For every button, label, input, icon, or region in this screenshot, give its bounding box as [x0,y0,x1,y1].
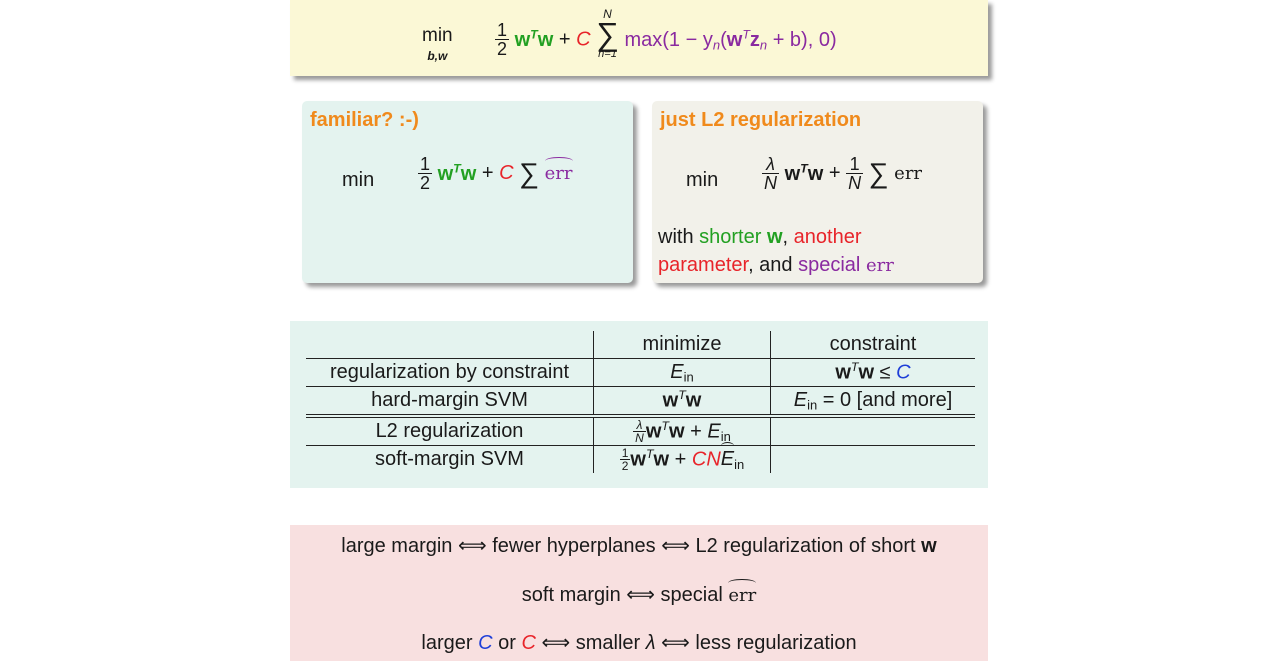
comparison-table-box: minimize constraint regularization by co… [290,321,988,488]
table-row: regularization by constraint Ein wTw ≤ C [306,358,975,387]
summary-box: large margin ⟺ fewer hyperplanes ⟺ L2 re… [290,525,988,661]
min-operator: min b,w [422,25,453,63]
row-constraint-empty [770,445,975,473]
summary-line-3: larger C or C ⟺ smaller λ ⟺ less regular… [421,632,857,654]
summary-line-2: soft margin ⟺ special err [521,579,757,606]
familiar-title: familiar? :-) [310,109,419,131]
table-header-minimize: minimize [593,331,771,359]
comparison-table: minimize constraint regularization by co… [306,331,975,473]
row-constraint: wTw ≤ C [770,358,975,387]
row-label: hard-margin SVM [371,389,528,411]
l2-title: just L2 regularization [660,109,862,131]
l2-description: with shorter w, another parameter, and s… [658,226,894,276]
row-label: L2 regularization [375,420,524,442]
row-label: soft-margin SVM [375,448,524,470]
table-header-row: minimize constraint [306,331,975,359]
row-constraint: Ein = 0 [and more] [770,386,975,416]
familiar-min-label: min [342,169,375,191]
table-header-constraint: constraint [770,331,975,359]
row-constraint-empty [770,416,975,446]
row-label: regularization by constraint [329,361,569,383]
table-row: hard-margin SVM wTw Ein = 0 [and more] [306,386,975,416]
row-minimize: Ein [593,358,771,387]
table-header-empty [306,331,594,359]
row-minimize: wTw [593,386,771,416]
l2-min-label: min [686,169,719,191]
summary-line-1: large margin ⟺ fewer hyperplanes ⟺ L2 re… [341,535,937,557]
